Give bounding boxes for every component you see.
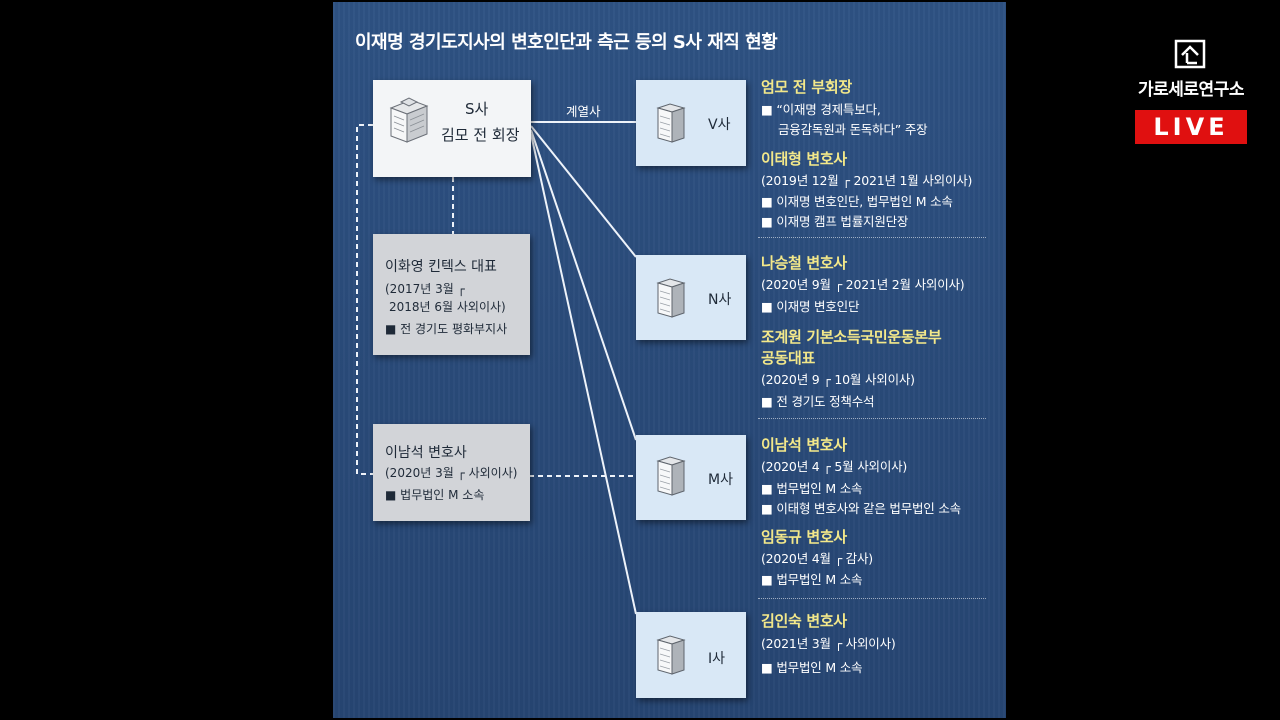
left-person-line: ■ 전 경기도 평화부지사 — [385, 322, 508, 336]
person-detail: ■ “이재명 경제특보다, — [761, 102, 881, 117]
line-s-to-i — [530, 133, 637, 615]
person-name: 임동규 변호사 — [761, 528, 847, 546]
person-name: 이태형 변호사 — [761, 150, 847, 168]
s-company-name: S사 — [465, 100, 489, 118]
person-detail: (2020년 9월 ┌ 2021년 2월 사외이사) — [761, 277, 965, 292]
person-detail: ■ 법무법인 M 소속 — [761, 660, 863, 675]
person-detail: (2020년 4월 ┌ 감사) — [761, 551, 873, 566]
person-name: 김인숙 변호사 — [761, 612, 847, 630]
person-detail: (2019년 12월 ┌ 2021년 1월 사외이사) — [761, 173, 973, 188]
person-detail: ■ 전 경기도 정책수석 — [761, 394, 875, 409]
left-person-line: 2018년 6월 사외이사) — [389, 300, 506, 314]
person-detail: ■ 이재명 캠프 법률지원단장 — [761, 214, 909, 229]
live-badge: LIVE — [1135, 110, 1247, 144]
person-name: 나승철 변호사 — [761, 254, 847, 272]
building-icon — [656, 635, 686, 675]
left-person-line: (2017년 3월 ┌ — [385, 282, 465, 296]
subsidiary-name: V사 — [708, 117, 731, 133]
edge-label-affiliate: 계열사 — [566, 104, 601, 119]
subsidiary-box-n: N사 — [636, 255, 746, 340]
line-s-to-n — [530, 125, 637, 258]
subsidiary-box-i: I사 — [636, 612, 746, 698]
subsidiary-box-m: M사 — [636, 435, 746, 520]
person-detail: ■ 법무법인 M 소속 — [761, 572, 863, 587]
subsidiary-name: I사 — [708, 651, 726, 667]
building-icon — [656, 278, 686, 318]
left-person-name: 이남석 변호사 — [385, 445, 467, 461]
building-icon — [389, 97, 429, 143]
diagram-panel: 이재명 경기도지사의 변호인단과 측근 등의 S사 재직 현황 계열사 — [333, 2, 1006, 718]
person-name: 엄모 전 부회장 — [761, 78, 852, 96]
subsidiary-name: N사 — [708, 292, 732, 308]
person-detail: (2020년 9 ┌ 10월 사외이사) — [761, 372, 915, 387]
building-icon — [656, 456, 686, 496]
channel-logo: 가로세로연구소 LIVE — [1135, 38, 1247, 148]
left-person-box-2: 이남석 변호사 (2020년 3월 ┌ 사외이사) ■ 법무법인 M 소속 — [373, 424, 530, 521]
subsidiary-name: M사 — [708, 472, 733, 488]
building-icon — [656, 103, 686, 143]
diagram-title: 이재명 경기도지사의 변호인단과 측근 등의 S사 재직 현황 — [355, 32, 778, 53]
person-detail: ■ 이재명 변호인단 — [761, 299, 860, 314]
channel-name: 가로세로연구소 — [1138, 80, 1244, 100]
dashed-s-to-lee-nam-seok — [356, 124, 373, 475]
line-s-to-m — [530, 129, 637, 441]
person-detail: ■ 이태형 변호사와 같은 법무법인 소속 — [761, 501, 961, 516]
subsidiary-box-v: V사 — [636, 80, 746, 166]
separator — [758, 237, 986, 238]
separator — [758, 598, 986, 599]
left-person-box-1: 이화영 킨텍스 대표 (2017년 3월 ┌ 2018년 6월 사외이사) ■ … — [373, 234, 530, 355]
person-name: 조계원 기본소득국민운동본부 — [761, 328, 942, 346]
s-company-person: 김모 전 회장 — [441, 126, 520, 144]
person-name: 이남석 변호사 — [761, 436, 847, 454]
s-company-box: S사 김모 전 회장 — [373, 80, 531, 177]
left-person-line: ■ 법무법인 M 소속 — [385, 488, 485, 502]
person-detail: (2020년 4 ┌ 5월 사외이사) — [761, 459, 908, 474]
separator — [758, 418, 986, 419]
person-detail: ■ 이재명 변호인단, 법무법인 M 소속 — [761, 194, 953, 209]
person-detail: 금융감독원과 돈독하다” 주장 — [778, 122, 928, 137]
left-person-line: (2020년 3월 ┌ 사외이사) — [385, 466, 518, 480]
person-detail: ■ 법무법인 M 소속 — [761, 481, 863, 496]
house-logo-icon — [1174, 39, 1206, 69]
connector-lines — [356, 121, 637, 615]
left-person-name: 이화영 킨텍스 대표 — [385, 259, 497, 275]
person-detail: (2021년 3월 ┌ 사외이사) — [761, 636, 896, 651]
person-name-cont: 공동대표 — [761, 349, 816, 367]
